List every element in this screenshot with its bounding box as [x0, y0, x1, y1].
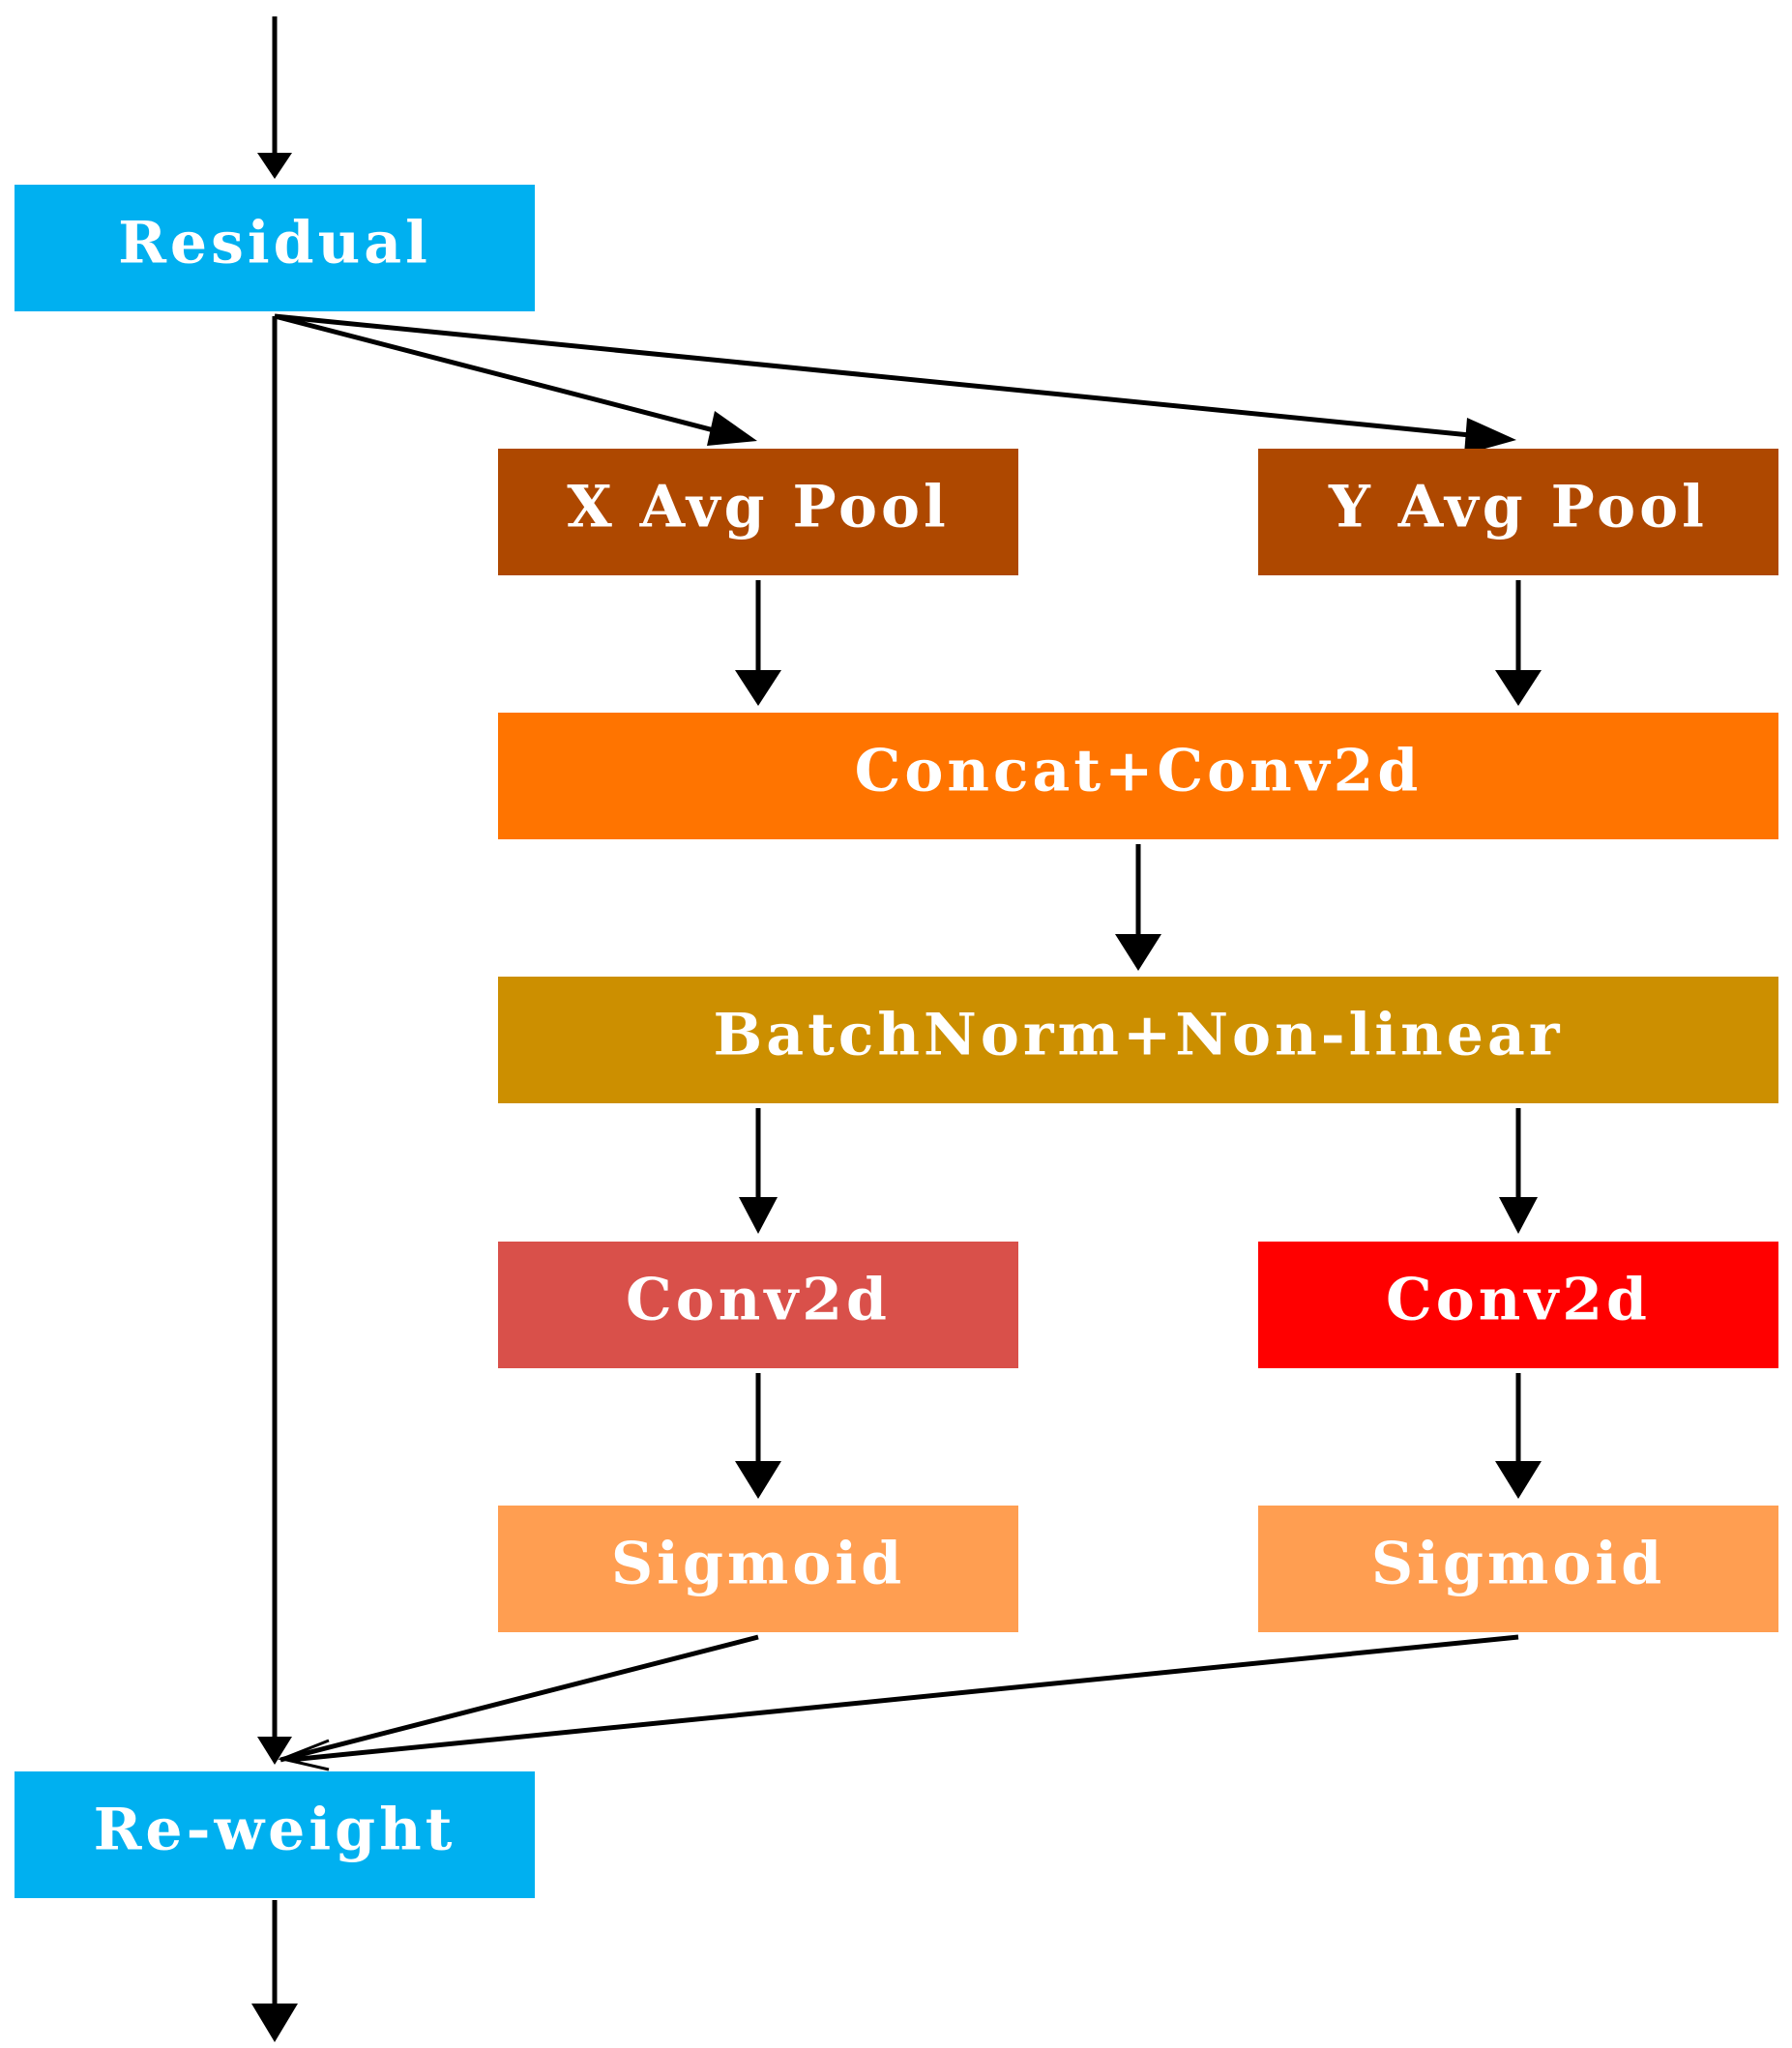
edges: [251, 16, 1542, 2042]
arrowhead-concat-right: [1495, 670, 1542, 706]
node-x-avg-pool: X Avg Pool: [498, 449, 1018, 575]
node-sigmoid-y: Sigmoid: [1258, 1506, 1778, 1632]
arrowhead-reweight-main: [257, 1737, 292, 1765]
arrowhead-bn: [1115, 934, 1161, 971]
arrowhead-xpool: [707, 411, 757, 446]
batchnorm-nonlinear-label: BatchNorm+Non-linear: [714, 1002, 1564, 1069]
sigmoid-y-box: [1258, 1506, 1778, 1632]
sigmoid-x-label: Sigmoid: [611, 1531, 905, 1598]
edge-sig-y-to-reweight: [289, 1634, 1519, 1763]
residual-label: Residual: [118, 210, 431, 278]
node-batchnorm-nonlinear: BatchNorm+Non-linear: [498, 977, 1778, 1103]
node-sigmoid-x: Sigmoid: [498, 1506, 1018, 1632]
y-avg-pool-box: [1258, 449, 1778, 575]
arrowhead-conv-y: [1499, 1197, 1538, 1234]
node-conv2d-y: Conv2d: [1258, 1242, 1778, 1368]
arrowhead-ypool: [1464, 418, 1516, 454]
conv2d-x-box: [498, 1242, 1018, 1368]
node-reweight: Re-weight: [15, 1771, 535, 1898]
edge-residual-to-xpool: [274, 313, 741, 440]
sigmoid-x-box: [498, 1506, 1018, 1632]
y-avg-pool-label: Y Avg Pool: [1328, 474, 1708, 541]
conv2d-y-label: Conv2d: [1386, 1267, 1651, 1334]
batchnorm-nonlinear-box: [498, 977, 1778, 1103]
arrowhead-conv-x: [739, 1197, 778, 1234]
arrowhead-reweight-left: [277, 1739, 330, 1771]
reweight-label: Re-weight: [94, 1797, 456, 1864]
edge-residual-to-ypool: [274, 313, 1500, 441]
node-residual: Residual: [15, 185, 535, 311]
arrowhead-concat-left: [735, 670, 781, 706]
arrowhead-residual: [257, 153, 292, 179]
arrowhead-sig-x: [735, 1461, 781, 1499]
conv2d-y-box: [1258, 1242, 1778, 1368]
reweight-box: [15, 1771, 535, 1898]
x-avg-pool-box: [498, 449, 1018, 575]
node-conv2d-x: Conv2d: [498, 1242, 1018, 1368]
conv2d-x-label: Conv2d: [626, 1267, 891, 1334]
concat-conv2d-label: Concat+Conv2d: [855, 738, 1423, 805]
x-avg-pool-label: X Avg Pool: [567, 474, 950, 541]
sigmoid-y-label: Sigmoid: [1371, 1531, 1665, 1598]
residual-box: [15, 185, 535, 311]
arrowhead-sig-y: [1495, 1461, 1542, 1499]
edge-sig-x-to-reweight: [279, 1634, 759, 1763]
concat-conv2d-box: [498, 713, 1778, 839]
node-y-avg-pool: Y Avg Pool: [1258, 449, 1778, 575]
arrowhead-output: [251, 2004, 298, 2042]
node-concat-conv2d: Concat+Conv2d: [498, 713, 1778, 839]
